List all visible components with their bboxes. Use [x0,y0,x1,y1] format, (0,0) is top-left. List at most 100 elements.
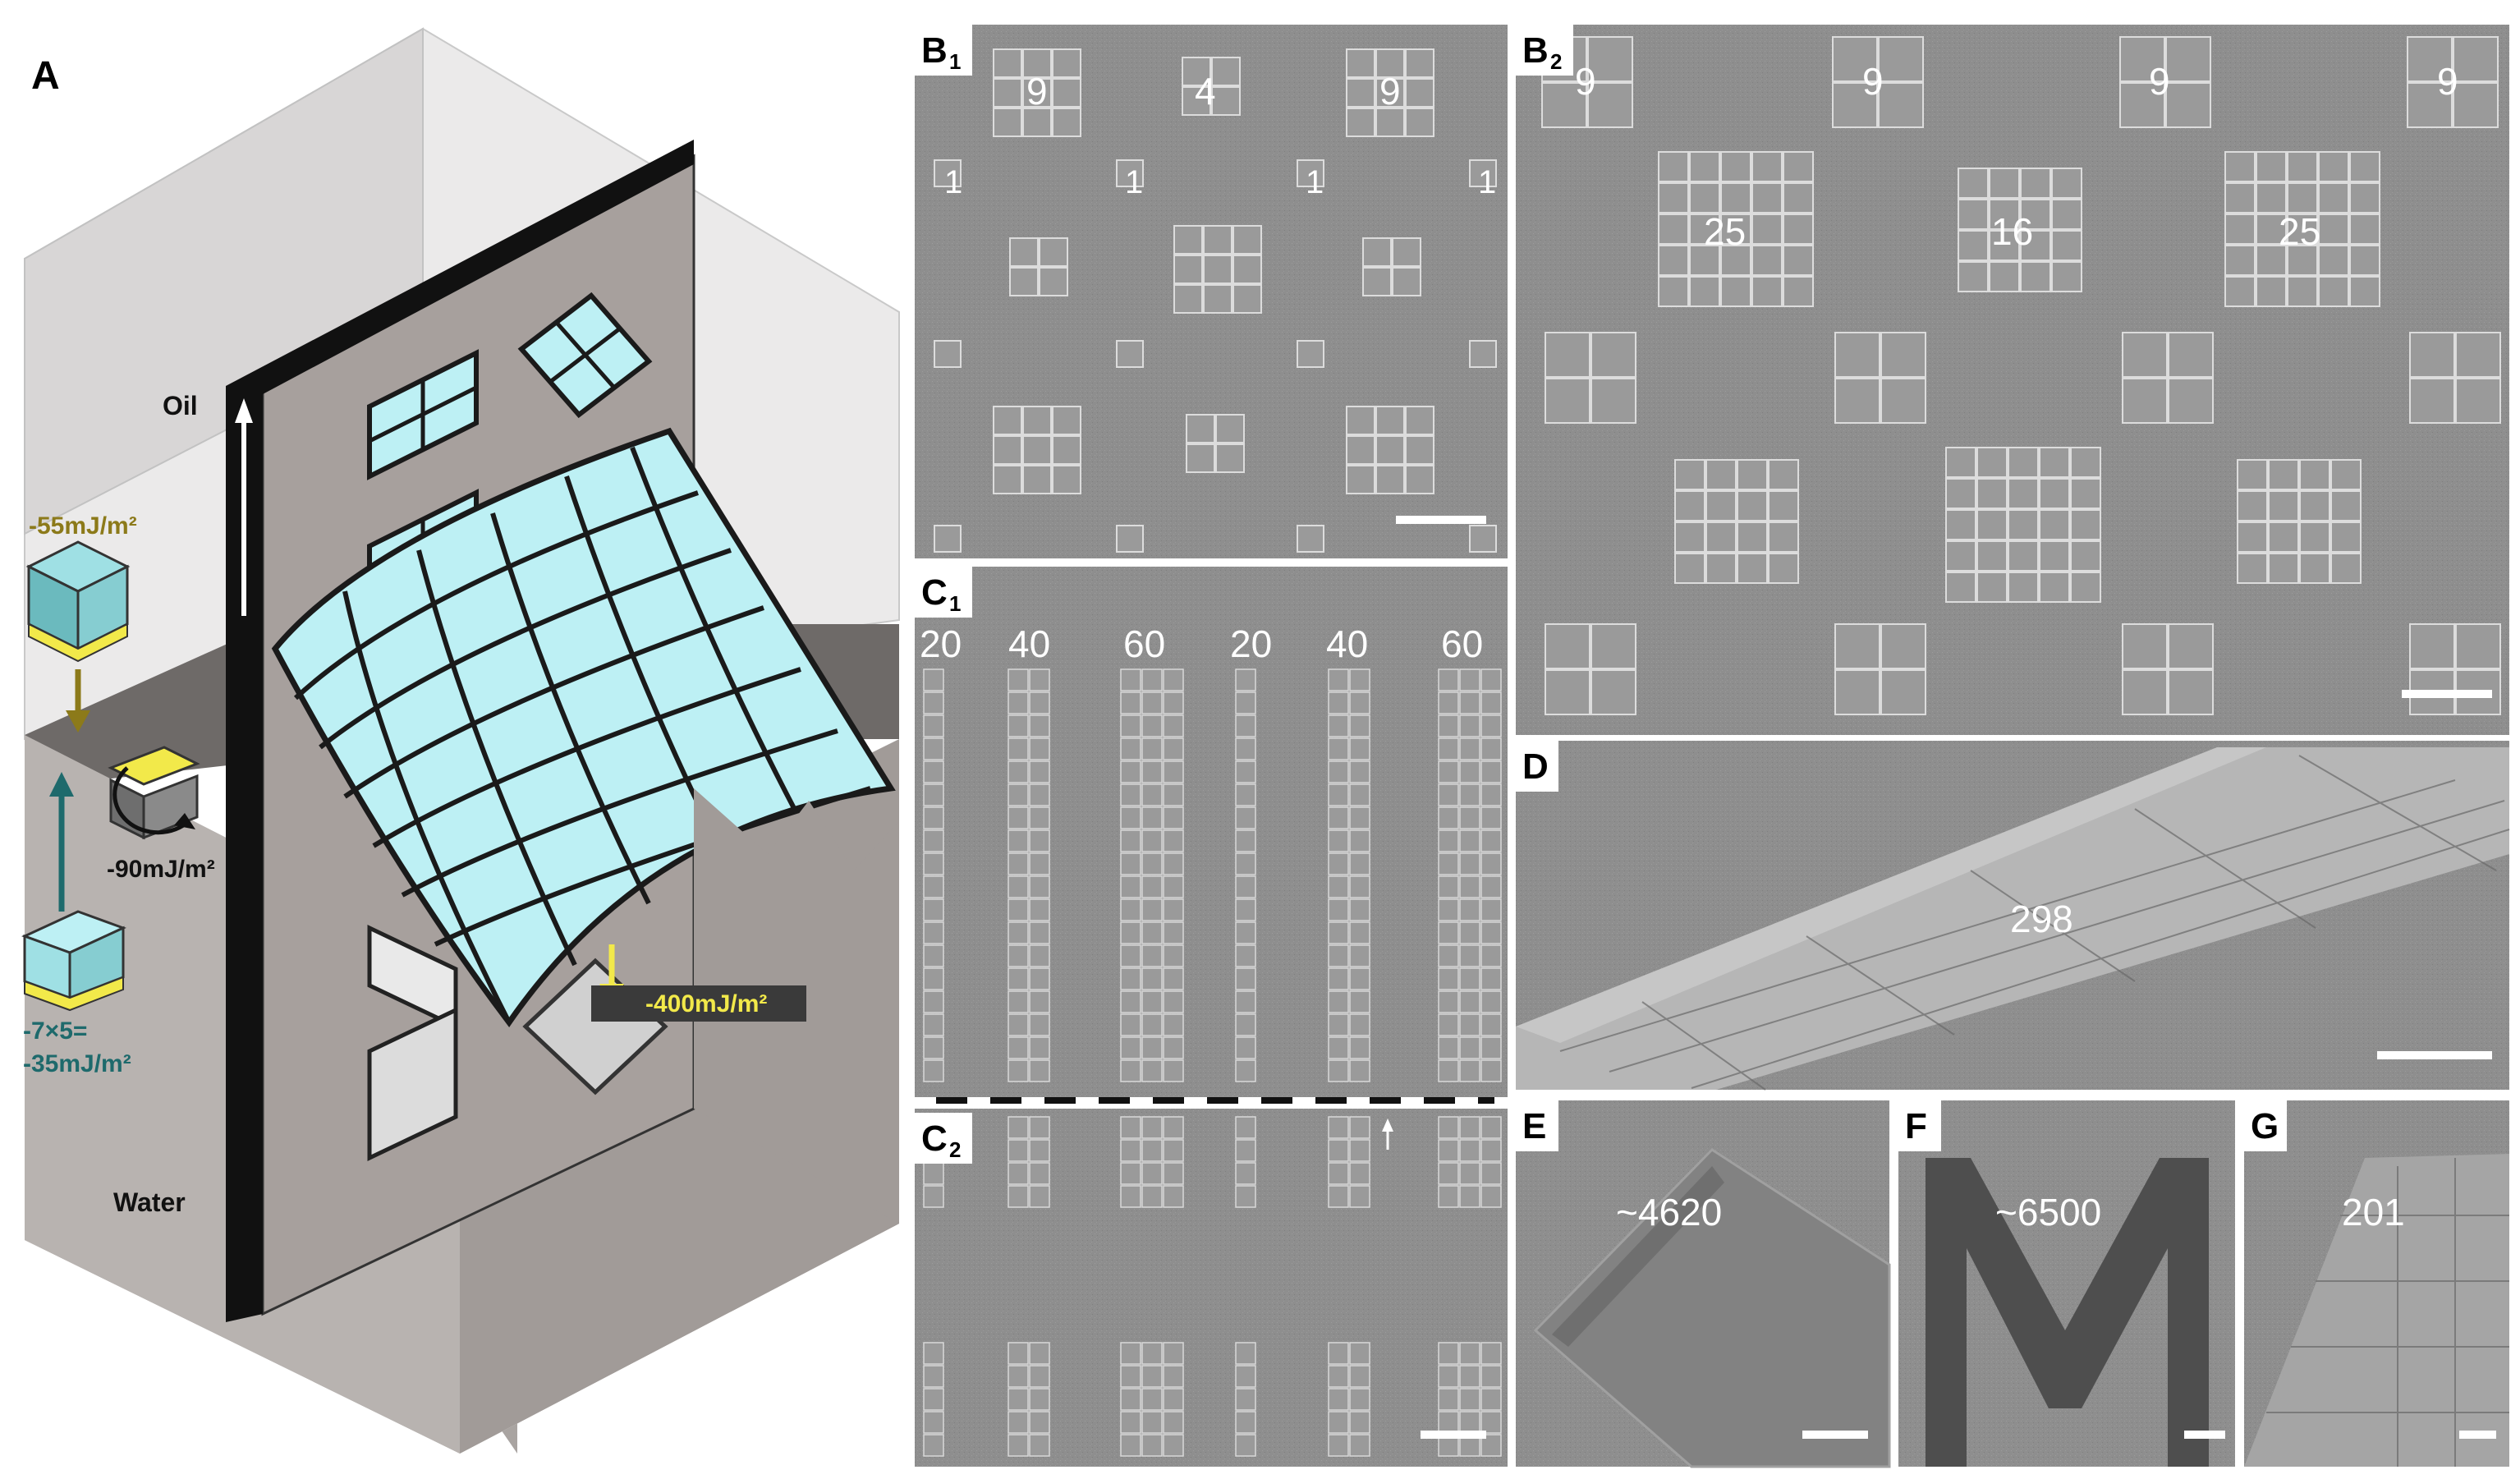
water-label: Water [113,1187,186,1217]
sem-tile-array [1297,340,1324,368]
sem-tile-array [1469,525,1497,553]
svg-text:E: E [1522,1106,1546,1146]
oil-label: Oil [163,391,198,420]
sem-tile-array [1834,332,1926,424]
scale-bar-g [2459,1431,2496,1439]
sem-tile-array [1469,340,1497,368]
scale-bar-f [2184,1431,2225,1439]
b2-label-3: 9 [2437,60,2458,103]
svg-text:G: G [2251,1106,2279,1146]
energy-label-4a: -7×5= [23,1017,87,1045]
c1-label-2: 60 [1123,622,1165,665]
panel-d-sheet [1516,747,2510,1091]
svg-text:F: F [1905,1106,1927,1146]
panel-c2-image [915,1100,1508,1467]
sem-tile-array [2409,623,2501,715]
g-value: 201 [2342,1191,2405,1233]
sem-tile-array [1346,406,1434,494]
sem-tile-array [934,525,962,553]
panel-b1-squares [934,48,1497,553]
b2-label-1: 9 [1862,60,1884,103]
b2-label-5: 16 [1991,210,2033,253]
c1-label-4: 40 [1326,622,1368,665]
sem-tile-array [1674,459,1799,584]
b1-label-0: 9 [1026,70,1048,113]
cube-top [25,540,131,663]
svg-text:1: 1 [949,591,961,616]
sem-tile-array [1658,151,1814,307]
panel-g-patch [2244,1154,2509,1467]
svg-text:B: B [1522,30,1549,71]
sem-tile-array [1832,36,1924,128]
panel-a-schematic: A Oil Water -55mJ/m² -90mJ/m² -400mJ/m² … [21,27,900,1454]
panel-b2-squares [1541,36,2501,715]
b2-label-6: 25 [2279,210,2320,253]
svg-text:C: C [921,1118,948,1159]
panel-d-letter: D [1516,741,1558,792]
panel-e-letter: E [1516,1100,1558,1151]
sem-tile-array [2407,36,2499,128]
sem-tile-array [1545,332,1636,424]
b2-label-0: 9 [1575,60,1596,103]
scale-bar-d [2377,1051,2492,1059]
energy-label-3: -400mJ/m² [645,990,767,1017]
sem-tile-array [1116,159,1144,187]
sem-tile-array [993,406,1081,494]
svg-text:2: 2 [949,1137,961,1162]
sem-tile-column [1328,668,1370,1457]
f-value: ~6500 [1995,1191,2101,1233]
sem-tile-column [1008,668,1050,1457]
sem-tile-array [934,159,962,187]
c1-label-5: 60 [1441,622,1483,665]
b2-label-2: 9 [2149,60,2170,103]
sem-tile-array [1182,57,1241,116]
sem-tile-array [1186,414,1245,473]
sem-tile-array [1116,340,1144,368]
sem-tile-column [1235,668,1256,1457]
b1-label-5: 1 [1306,164,1324,200]
sem-tile-array [2119,36,2211,128]
c1-label-3: 20 [1230,622,1272,665]
scale-bars [1396,516,2496,1439]
panel-b2-letter: B 2 [1516,25,1573,76]
sem-tile-array [1346,48,1434,137]
sem-tile-array [2409,332,2501,424]
b1-label-3: 1 [944,164,962,200]
sem-tile-array [1469,159,1497,187]
panel-letters: B 1 B 2 C 1 C 2 D E F [915,25,2287,1164]
b1-label-2: 9 [1379,70,1401,113]
b1-label-6: 1 [1478,164,1496,200]
panel-c1-letter: C 1 [915,567,972,618]
e-value: ~4620 [1616,1191,1722,1233]
scale-bar-b2 [2402,690,2492,698]
tile-group-rotated [517,292,653,419]
cube-bottom [21,910,126,1012]
energy-label-2: -90mJ/m² [107,856,215,883]
sem-tile-array [2224,151,2380,307]
panel-c1-image [915,567,1508,1100]
panel-f-letter: F [1898,1100,1941,1151]
sem-tile-array [1297,159,1324,187]
energy-label-1: -55mJ/m² [29,512,137,540]
b1-label-4: 1 [1125,164,1143,200]
sem-tile-array [1009,237,1068,296]
curved-tile-sheet [271,427,896,1027]
scale-bar-c2 [1421,1431,1486,1439]
sem-tile-array [1545,623,1636,715]
svg-text:1: 1 [949,49,961,74]
sem-tile-array [934,340,962,368]
sem-tile-array [1834,623,1926,715]
sem-tile-array [1173,225,1262,314]
sem-tile-array [2122,332,2214,424]
sem-tile-array [1362,237,1421,296]
sem-tile-array [1297,525,1324,553]
sem-tile-array [1116,525,1144,553]
sem-tile-column [1120,668,1184,1457]
cube-rotating [108,746,200,840]
sem-tile-array [2122,623,2214,715]
panel-b1-letter: B 1 [915,25,972,76]
panel-b2-image [1516,25,2509,735]
panel-g-letter: G [2244,1100,2287,1151]
sem-tile-array [993,48,1081,137]
panel-c2-letter: C 2 [915,1113,972,1164]
